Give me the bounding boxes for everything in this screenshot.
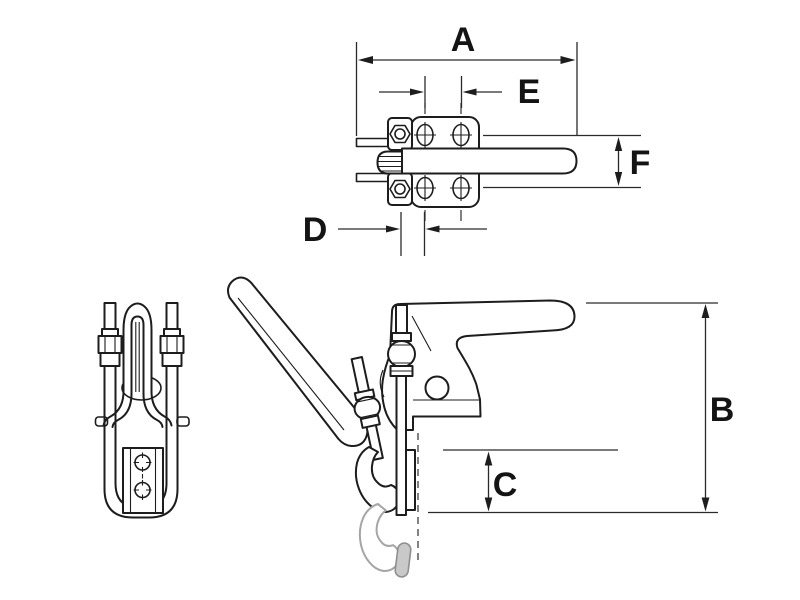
right-rod-assembly: [159, 302, 185, 367]
side-view: B C: [226, 276, 735, 578]
hex-nut-block-upper: [387, 117, 413, 151]
front-view: [94, 302, 190, 519]
dimension-E-label: E: [518, 73, 541, 111]
left-pin-lower: [355, 172, 391, 183]
adjust-spindle: [350, 356, 384, 461]
left-pin-upper: [355, 137, 391, 148]
mounting-holes: [414, 122, 472, 201]
dimension-A: A: [355, 21, 578, 136]
catch-legs: [102, 389, 173, 428]
dimension-C: C: [443, 449, 618, 512]
dimension-B-label: B: [710, 391, 735, 429]
dimension-E: E: [379, 73, 540, 111]
side-catch-body: [379, 299, 576, 431]
front-mounting-plate: [122, 447, 164, 514]
dimension-F-label: F: [630, 144, 651, 182]
handle-lever: [226, 276, 369, 448]
knurled-knob: [376, 150, 404, 175]
hole-centerlines: [424, 103, 462, 221]
draw-bar: [401, 147, 578, 175]
u-bolt-rod-side: [387, 304, 416, 516]
phantom-rod-end: [394, 542, 412, 578]
front-catch: [122, 302, 153, 395]
trunnion-pin-right: [176, 416, 190, 427]
dimension-A-label: A: [451, 21, 476, 59]
dimension-F: F: [483, 134, 651, 189]
dimension-C-label: C: [493, 466, 518, 504]
hex-nut-block-lower: [387, 172, 413, 206]
phantom-hook: [358, 502, 412, 578]
dimension-B: B: [428, 302, 735, 514]
top-view: A E F D: [303, 21, 651, 256]
dimension-D: D: [303, 211, 487, 256]
pivot-hole: [424, 375, 450, 401]
left-rod-assembly: [97, 302, 123, 367]
dimension-D-label: D: [303, 211, 328, 249]
